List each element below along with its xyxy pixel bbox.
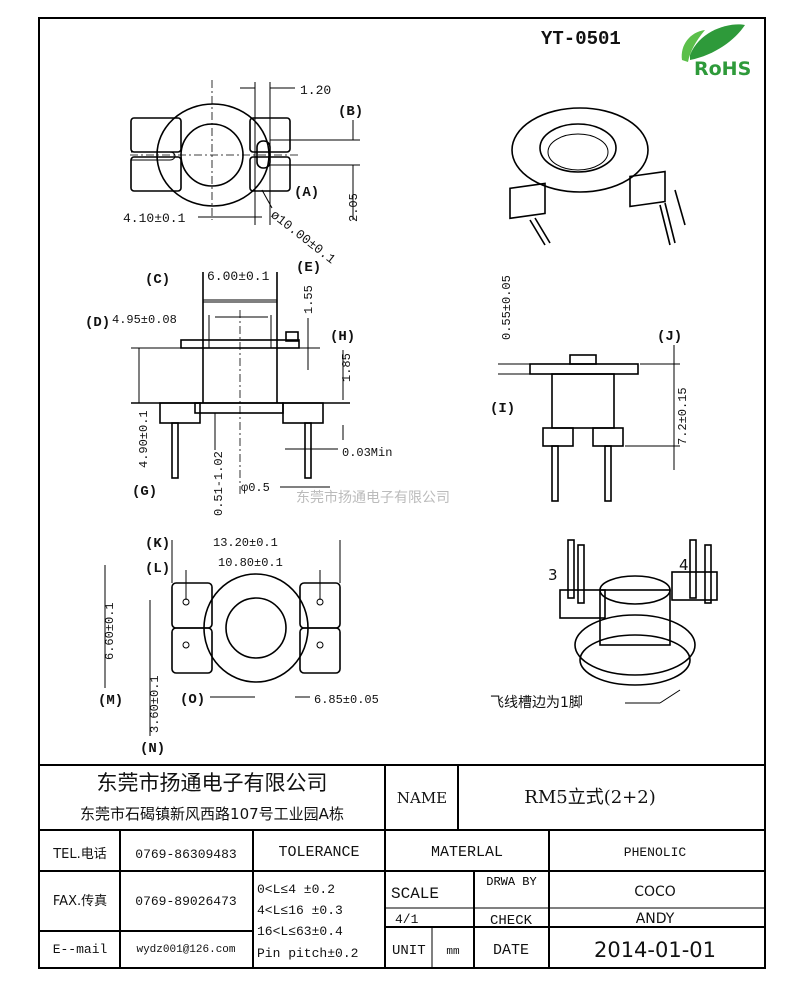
email-label: E--mail <box>53 942 108 957</box>
label-j: (J) <box>657 329 682 345</box>
bottom-view: (K) 13.20±0.1 (L) 10.80±0.1 6.60±0.1 (M)… <box>98 536 379 757</box>
label-e: (E) <box>296 260 321 276</box>
drawn-by-label: DRWA BY <box>486 875 537 889</box>
label-m: (M) <box>98 693 123 709</box>
dim-6-60: 6.60±0.1 <box>103 602 117 660</box>
material-label: MATERLAL <box>431 844 503 861</box>
dim-4-90: 4.90±0.1 <box>137 410 151 468</box>
label-d: (D) <box>85 315 110 331</box>
dim-0-51: 0.51-1.02 <box>212 451 226 516</box>
dim-1-85: 1.85 <box>340 353 354 382</box>
dim-6-00: 6.00±0.1 <box>207 269 270 284</box>
material-value: PHENOLIC <box>624 845 687 860</box>
name-value: RM5立式(2+2) <box>524 787 655 808</box>
pin-4-label: 4 <box>679 556 689 574</box>
label-l: (L) <box>145 561 170 577</box>
company-address: 东莞市石碣镇新风西路107号工业园A栋 <box>80 805 344 823</box>
dim-diameter: ø10.00±0.1 <box>268 207 339 267</box>
check-label: CHECK <box>490 913 533 929</box>
label-c: (C) <box>145 272 170 288</box>
pin-3-label: 3 <box>548 566 558 584</box>
dim-3-60: 3.60±0.1 <box>148 675 162 733</box>
label-g: (G) <box>132 484 157 500</box>
fax-value: 0769-89026473 <box>135 894 236 909</box>
rohs-logo: RoHS <box>681 24 751 80</box>
email-value: wydz001@126.com <box>136 944 235 956</box>
dim-phi-0-5: φ0.5 <box>241 481 270 495</box>
date-value: 2014-01-01 <box>594 938 716 962</box>
dim-13-20: 13.20±0.1 <box>213 536 278 550</box>
unit-value: mm <box>446 946 460 958</box>
title-block: 东莞市扬通电子有限公司 东莞市石碣镇新风西路107号工业园A栋 NAME RM5… <box>39 764 765 968</box>
dim-1-20: 1.20 <box>300 83 331 98</box>
date-label: DATE <box>493 942 529 959</box>
tel-label: TEL.电话 <box>52 847 107 862</box>
side-view: (C) 6.00±0.1 (E) 1.55 (D) 4.95±0.08 (H) … <box>85 260 392 516</box>
unit-label: UNIT <box>392 943 426 959</box>
drawn-by-value: COCO <box>634 884 676 900</box>
scale-label: SCALE <box>391 885 439 903</box>
dim-7-2: 7.2±0.15 <box>676 387 690 445</box>
watermark: 东莞市扬通电子有限公司 <box>296 489 450 506</box>
dim-2-05: 2.05 <box>347 193 361 222</box>
dim-4-10: 4.10±0.1 <box>123 211 186 226</box>
tolerance-row-4: Pin pitch±0.2 <box>257 946 358 961</box>
iso-view-bottom: 3 4 飞线槽边为1脚 <box>490 539 718 711</box>
part-number: YT-0501 <box>541 28 621 50</box>
label-o: (O) <box>180 692 205 708</box>
label-h: (H) <box>330 329 355 345</box>
dim-0-03-min: 0.03Min <box>342 446 392 460</box>
label-k: (K) <box>145 536 170 552</box>
tolerance-row-3: 16<L≤63±0.4 <box>257 924 343 939</box>
tel-value: 0769-86309483 <box>135 847 236 862</box>
drawing-border <box>38 17 766 969</box>
dim-10-80: 10.80±0.1 <box>218 556 283 570</box>
dim-4-95: 4.95±0.08 <box>112 313 177 327</box>
label-a: (A) <box>294 185 319 201</box>
tolerance-row-1: 0<L≤4 ±0.2 <box>257 882 335 897</box>
pin1-note: 飞线槽边为1脚 <box>490 695 583 711</box>
front-view: 0.55±0.05 (J) (I) 7.2±0.15 <box>490 275 690 502</box>
label-n: (N) <box>140 741 165 757</box>
dim-6-85: 6.85±0.05 <box>314 693 379 707</box>
rohs-text: RoHS <box>694 58 751 80</box>
tolerance-row-2: 4<L≤16 ±0.3 <box>257 903 343 918</box>
top-view: 1.20 (B) 2.05 (A) 4.10±0.1 ø10.00±0.1 <box>123 80 363 267</box>
check-value: ANDY <box>636 911 675 927</box>
fax-label: FAX.传真 <box>53 894 107 909</box>
dim-0-55: 0.55±0.05 <box>500 275 514 340</box>
label-b: (B) <box>338 104 363 120</box>
name-label: NAME <box>397 789 447 807</box>
scale-value: 4/1 <box>395 912 419 927</box>
tolerance-label: TOLERANCE <box>278 844 359 861</box>
dim-1-55: 1.55 <box>302 285 316 314</box>
company-name: 东莞市扬通电子有限公司 <box>97 771 328 795</box>
label-i: (I) <box>490 401 515 417</box>
iso-view-top <box>509 107 686 246</box>
